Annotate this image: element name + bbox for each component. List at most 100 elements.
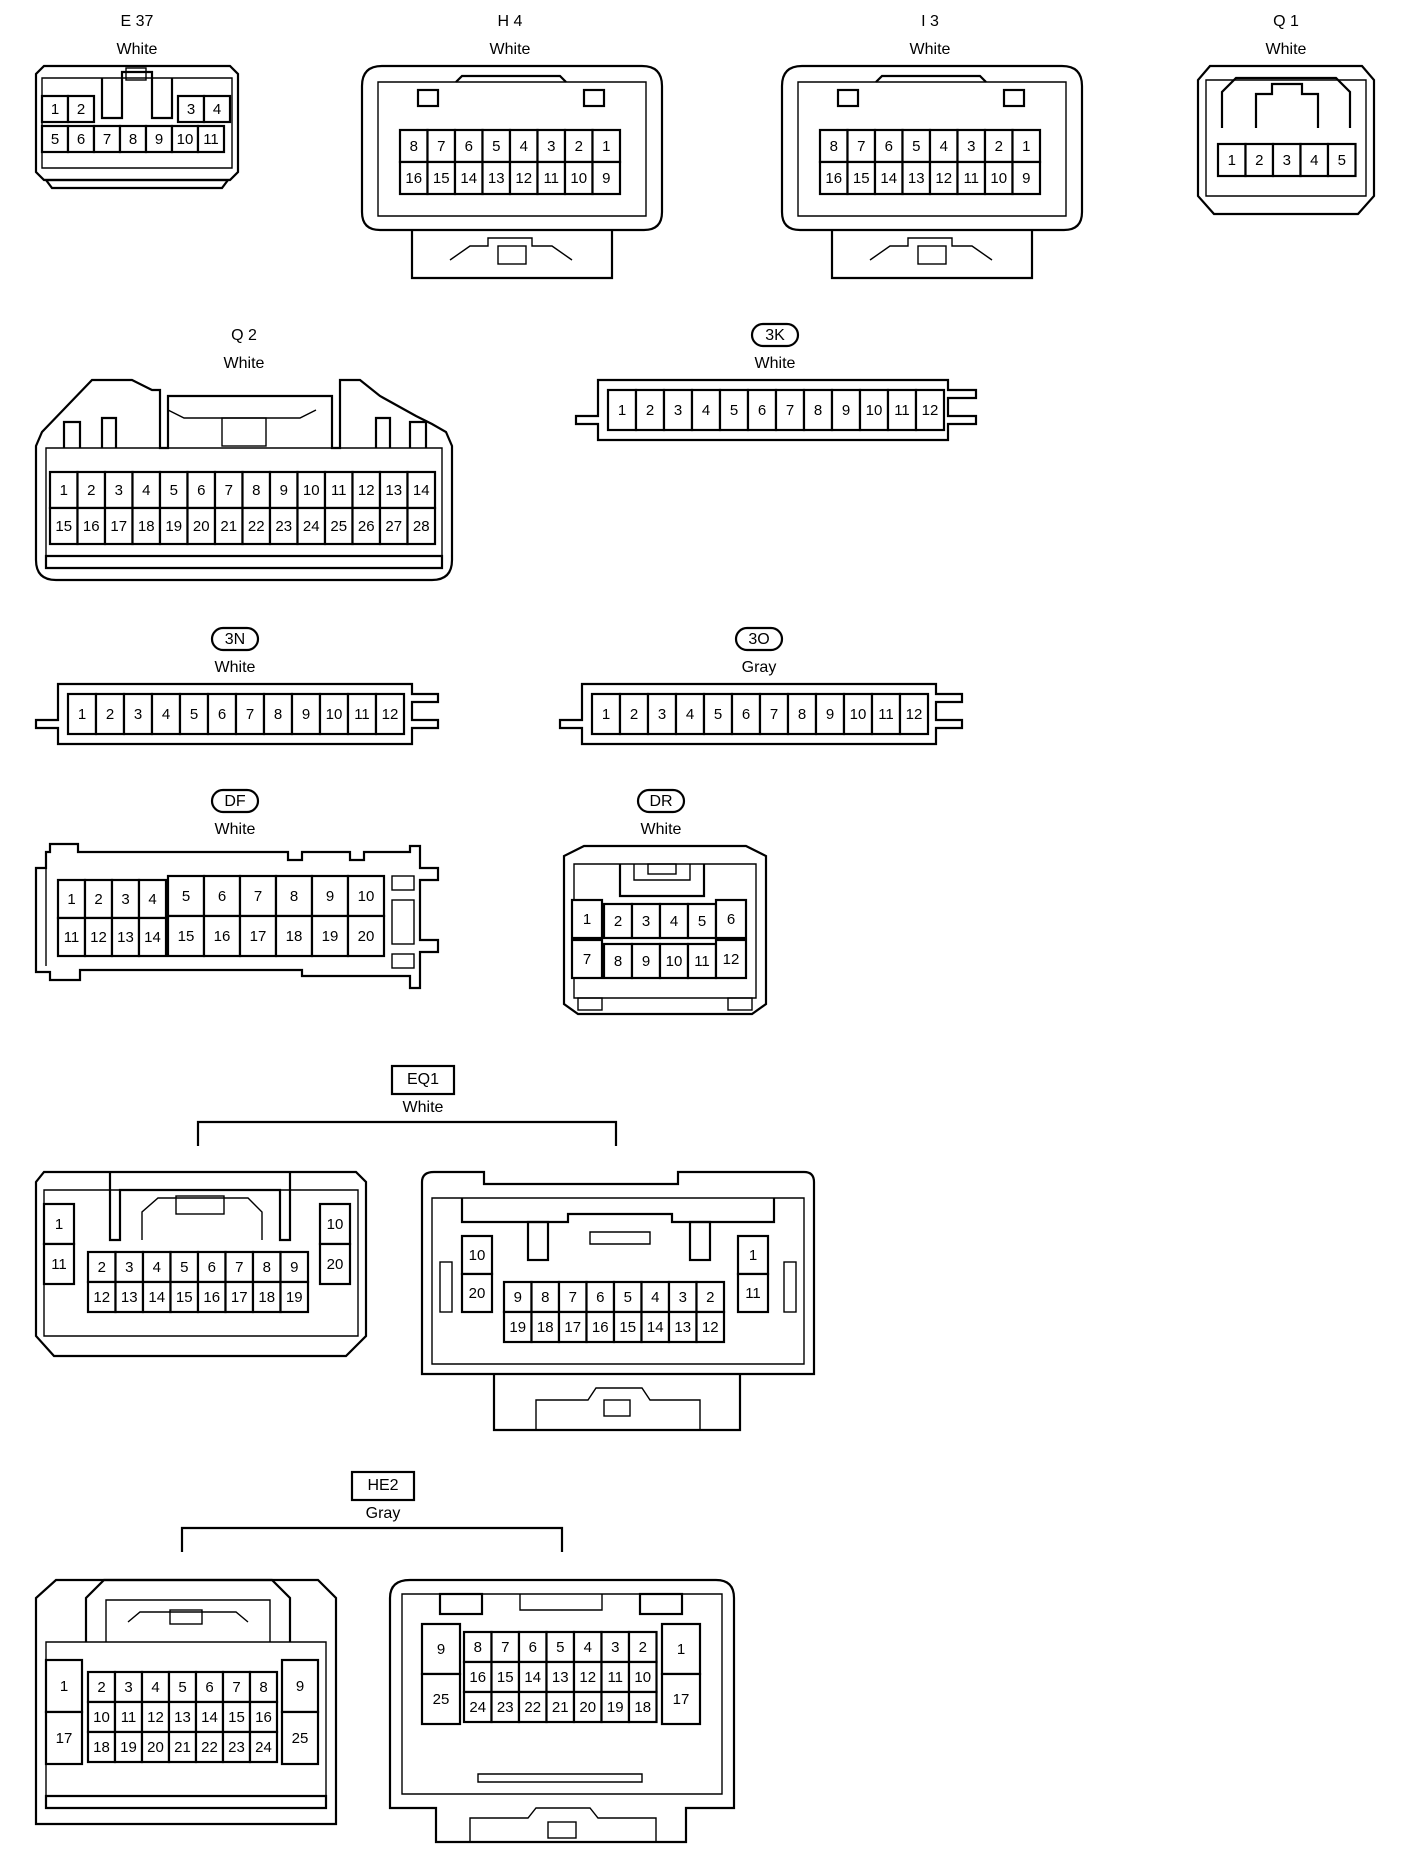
pin-cell <box>150 692 182 736</box>
pin-number: 17 <box>56 1730 73 1747</box>
pin-number: 3 <box>642 913 650 930</box>
pin-number: 4 <box>153 1259 161 1276</box>
pin-number: 3 <box>124 1679 132 1696</box>
pin-number: 20 <box>147 1739 164 1756</box>
pin-cell <box>914 388 946 432</box>
pin-number: 3 <box>679 1289 687 1306</box>
pin-cell <box>178 692 210 736</box>
connector-3o-color: Gray <box>742 659 777 676</box>
pin-cell <box>186 506 217 546</box>
pin-number: 9 <box>437 1641 445 1658</box>
pin-number: 3 <box>121 891 129 908</box>
pin-cell <box>406 506 437 546</box>
pin-number: 7 <box>501 1639 509 1656</box>
connector-i3-code: I 3 <box>921 13 939 30</box>
pin-number: 4 <box>148 891 156 908</box>
pin-number: 2 <box>1255 152 1263 169</box>
pin-cell <box>600 1630 631 1664</box>
pin-number: 2 <box>87 482 95 499</box>
connector-df-color: White <box>215 821 256 838</box>
pin-number: 26 <box>358 518 375 535</box>
pin-cell <box>274 914 314 958</box>
pin-cell <box>374 692 406 736</box>
pin-number: 12 <box>723 951 740 968</box>
pin-cell <box>113 1730 144 1764</box>
pin-number: 7 <box>225 482 233 499</box>
pin-cell <box>66 692 98 736</box>
pin-cell <box>714 938 748 980</box>
pin-number: 16 <box>825 170 842 187</box>
pin-number: 19 <box>607 1699 624 1716</box>
pin-number: 13 <box>174 1709 191 1726</box>
connector-3k-code: 3K <box>765 327 785 344</box>
pin-cell <box>248 1700 279 1734</box>
pin-cell <box>570 898 604 940</box>
pin-number: 3 <box>547 138 555 155</box>
pin-cell <box>42 1242 76 1286</box>
pin-cell <box>802 388 834 432</box>
pin-cell <box>66 94 96 124</box>
pin-number: 7 <box>235 1259 243 1276</box>
connector-3o-code: 3O <box>748 631 769 648</box>
connector-i3-color: White <box>910 41 951 58</box>
pin-number: 14 <box>201 1709 218 1726</box>
connector-3o-code-badge <box>734 626 784 652</box>
pin-cell <box>627 1690 658 1724</box>
pin-number: 1 <box>51 101 59 118</box>
pin-cell <box>42 1202 76 1246</box>
pin-number: 9 <box>155 131 163 148</box>
pin-cell <box>557 1310 588 1344</box>
pin-cell <box>627 1660 658 1694</box>
pin-number: 10 <box>358 888 375 905</box>
pin-number: 1 <box>67 891 75 908</box>
pin-cell <box>1216 142 1247 178</box>
pin-number: 5 <box>178 1679 186 1696</box>
pin-number: 17 <box>564 1319 581 1336</box>
pin-number: 8 <box>410 138 418 155</box>
pin-number: 7 <box>857 138 865 155</box>
pin-number: 10 <box>850 706 867 723</box>
pin-number: 10 <box>326 706 343 723</box>
pin-number: 5 <box>190 706 198 723</box>
pin-cell <box>323 506 354 546</box>
connector-3n-code: 3N <box>225 631 245 648</box>
pin-cell <box>234 692 266 736</box>
pin-number: 11 <box>331 482 347 499</box>
pin-number: 2 <box>98 1259 106 1276</box>
pin-cell <box>310 874 350 918</box>
pin-number: 10 <box>303 482 320 499</box>
pin-cell <box>658 902 690 940</box>
pin-cell <box>545 1690 576 1724</box>
pin-cell <box>318 692 350 736</box>
pin-number: 11 <box>121 1709 137 1726</box>
pin-cell <box>296 470 327 510</box>
pin-cell <box>426 160 457 196</box>
pin-number: 5 <box>170 482 178 499</box>
pin-number: 10 <box>866 402 883 419</box>
pin-number: 14 <box>880 170 897 187</box>
pin-number: 9 <box>326 888 334 905</box>
connector-h4-color: White <box>490 41 531 58</box>
pin-cell <box>318 1202 352 1246</box>
pin-number: 3 <box>967 138 975 155</box>
pin-cell <box>103 506 134 546</box>
pin-number: 4 <box>686 706 694 723</box>
pin-cell <box>618 692 650 736</box>
pin-number: 5 <box>182 888 190 905</box>
pin-number: 16 <box>592 1319 609 1336</box>
pin-number: 2 <box>639 1639 647 1656</box>
pin-number: 12 <box>702 1319 719 1336</box>
connector-3k-color: White <box>755 355 796 372</box>
pin-number: 8 <box>129 131 137 148</box>
pin-number: 5 <box>1338 152 1346 169</box>
pin-cell <box>238 914 278 958</box>
pin-number: 5 <box>698 913 706 930</box>
pin-number: 10 <box>93 1709 110 1726</box>
pin-cell <box>667 1310 698 1344</box>
